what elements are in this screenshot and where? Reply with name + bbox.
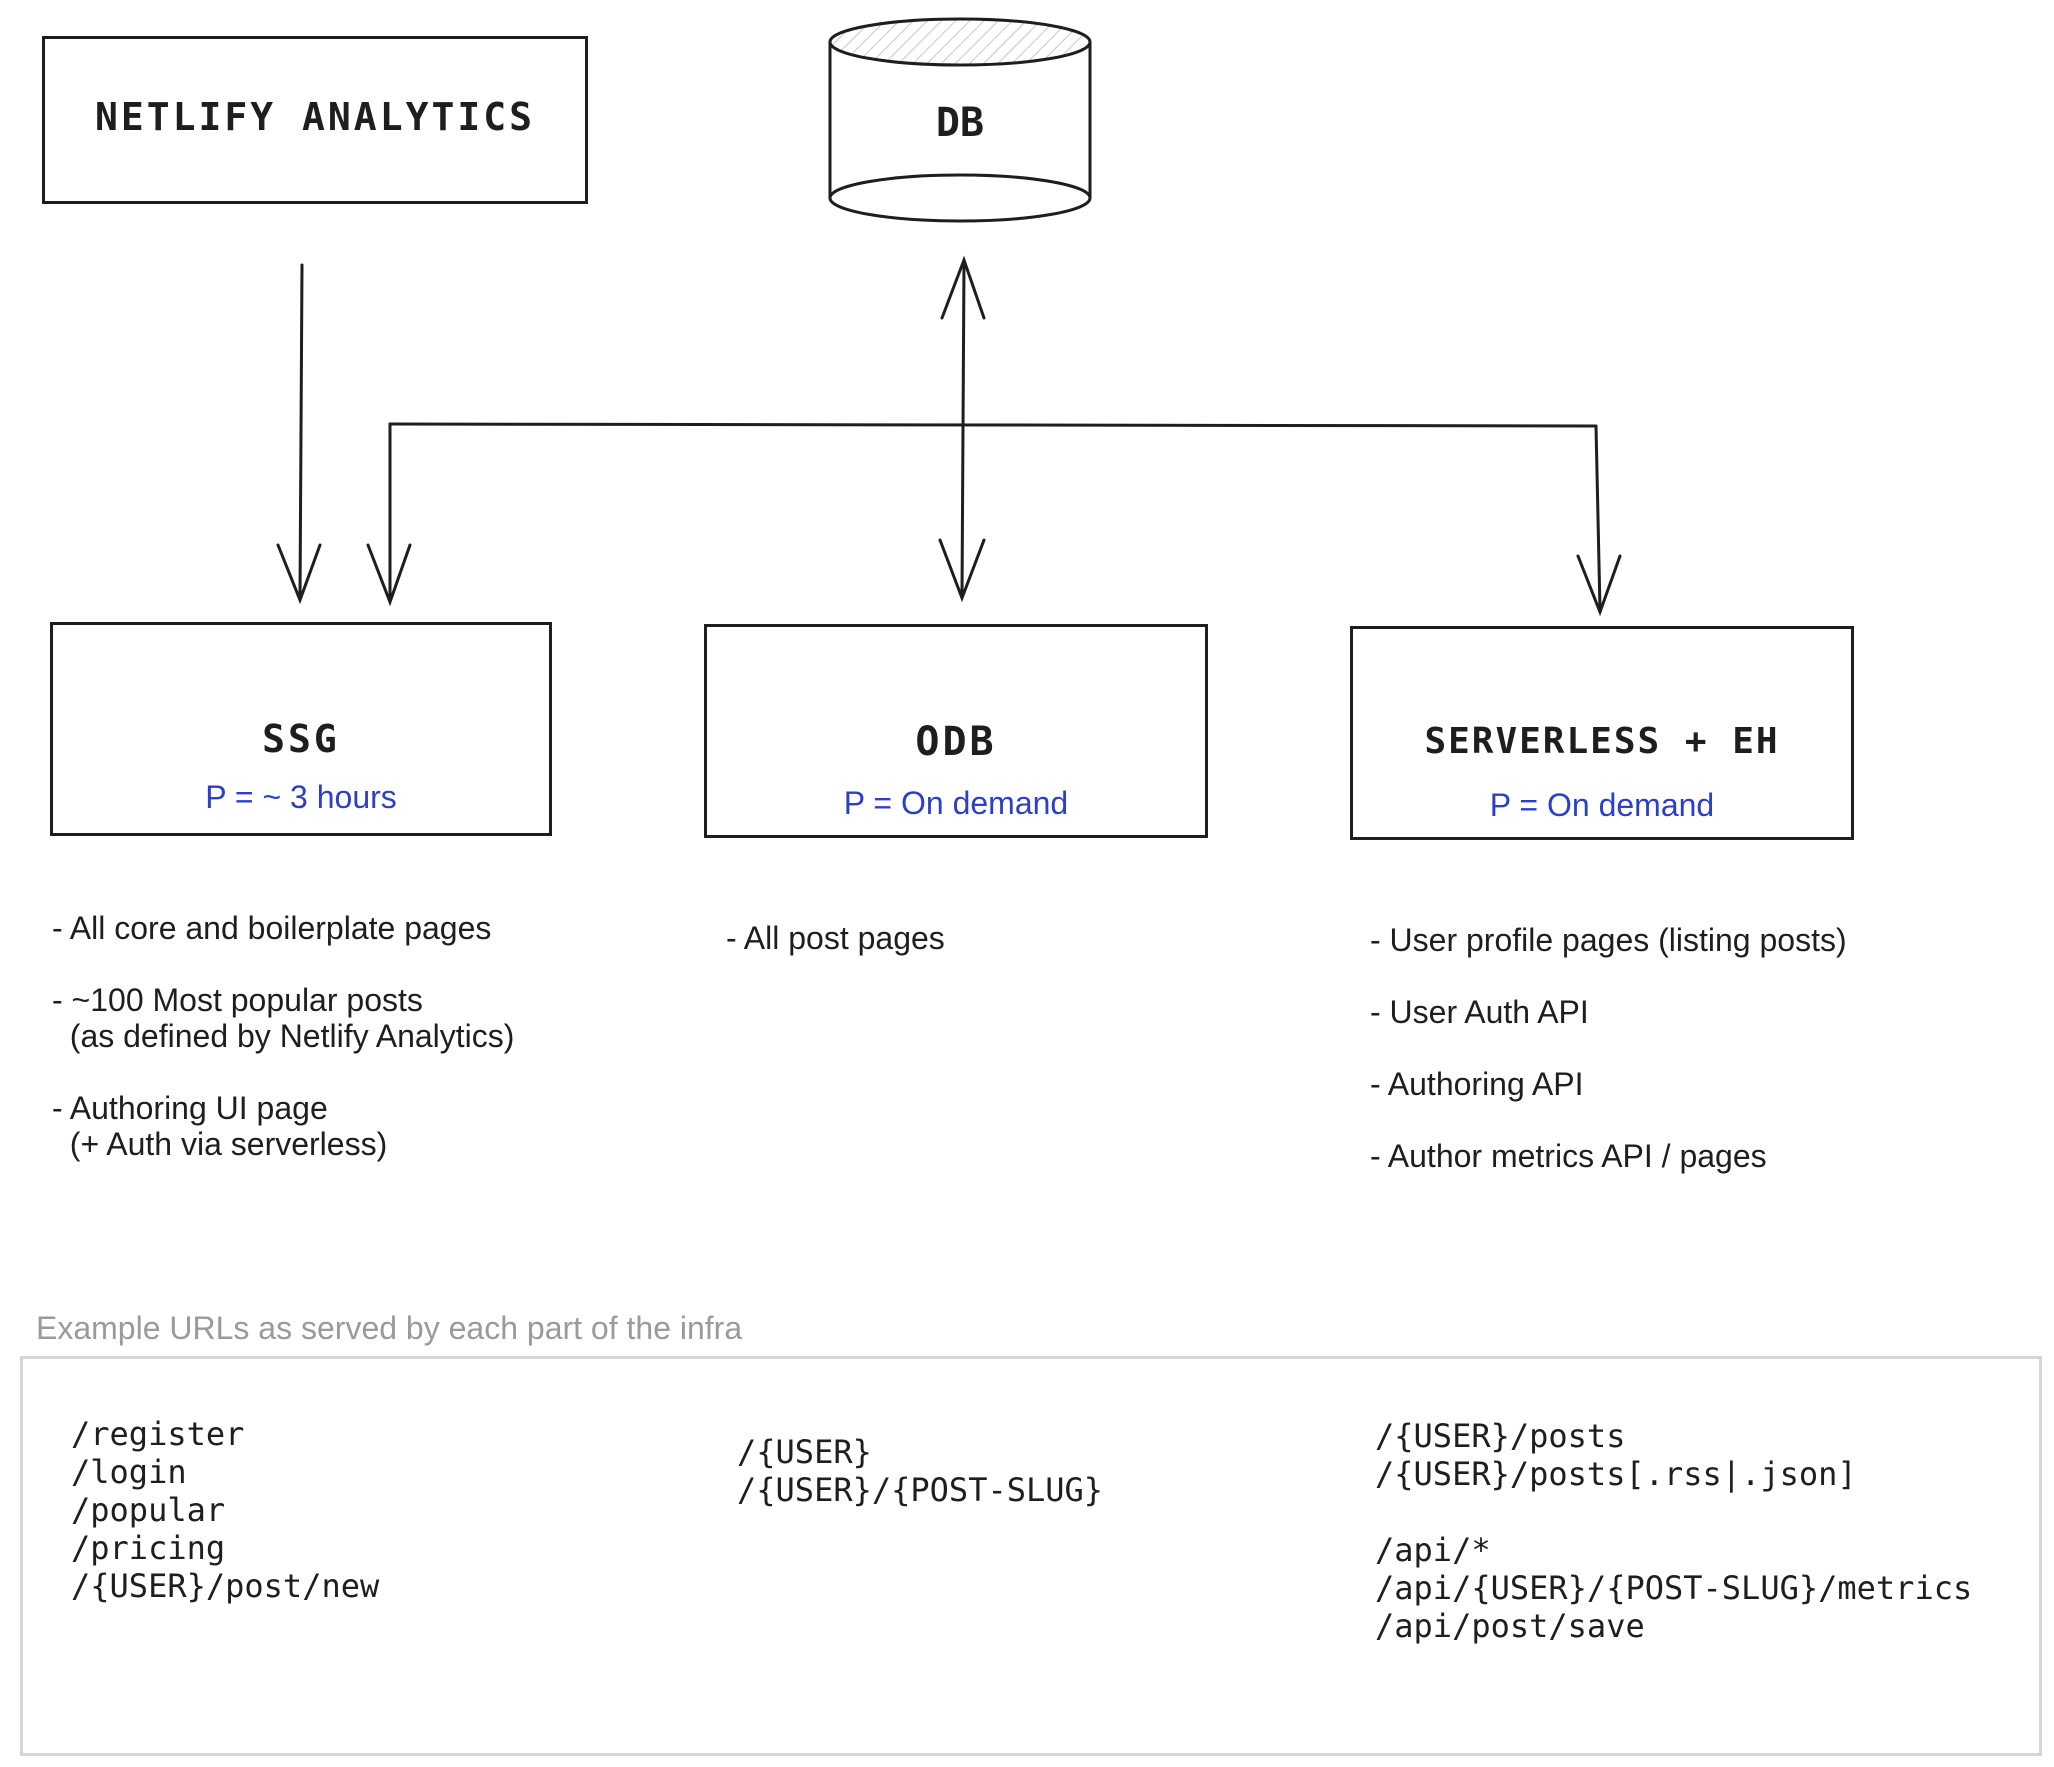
odb-note: - All post pages [726, 920, 945, 956]
example-urls-panel: /register /login /popular /pricing /{USE… [20, 1356, 2042, 1756]
ssg-box: SSG P = ~ 3 hours [50, 622, 552, 836]
serverless-note: - Authoring API [1370, 1066, 1584, 1102]
odb-period: P = On demand [843, 785, 1069, 821]
url-item: /{USER} [737, 1433, 872, 1471]
serverless-notes: - User profile pages (listing posts) - U… [1370, 922, 1847, 1210]
url-item: /login [71, 1453, 187, 1491]
odb-box: ODB P = On demand [704, 624, 1208, 838]
url-item: /register [71, 1415, 245, 1453]
serverless-period: P = On demand [1489, 787, 1715, 823]
netlify-analytics-title: Netlify Analytics [95, 95, 535, 139]
netlify-analytics-box: Netlify Analytics [42, 36, 588, 204]
db-cylinder [828, 17, 1092, 223]
ssg-notes: - All core and boilerplate pages - ~100 … [52, 910, 514, 1198]
url-panel-caption: Example URLs as served by each part of t… [36, 1310, 743, 1346]
serverless-note: - User profile pages (listing posts) [1370, 922, 1847, 958]
url-item: /api/* [1375, 1531, 1491, 1569]
odb-urls: /{USER} /{USER}/{POST-SLUG} [737, 1433, 1103, 1509]
odb-notes: - All post pages [726, 920, 945, 992]
ssg-note: - All core and boilerplate pages [52, 910, 492, 946]
ssg-note: - ~100 Most popular posts (as defined by… [52, 982, 515, 1054]
url-spacer [1375, 1493, 1972, 1531]
ssg-title: SSG [262, 717, 340, 761]
db-bus-line [366, 422, 1622, 617]
url-item: /{USER}/posts[.rss|.json] [1375, 1455, 1857, 1493]
serverless-box: Serverless + EH P = On demand [1350, 626, 1854, 840]
ssg-urls: /register /login /popular /pricing /{USE… [71, 1415, 379, 1605]
url-item: /{USER}/{POST-SLUG} [737, 1471, 1104, 1509]
url-item: /{USER}/post/new [71, 1567, 380, 1605]
ssg-period: P = ~ 3 hours [205, 779, 397, 815]
odb-title: ODB [915, 719, 997, 765]
db-title: DB [935, 100, 985, 146]
serverless-note: - User Auth API [1370, 994, 1589, 1030]
url-item: /api/post/save [1375, 1607, 1645, 1645]
arrow-analytics-to-ssg [276, 263, 322, 605]
url-item: /api/{USER}/{POST-SLUG}/metrics [1375, 1569, 1973, 1607]
arrow-db-odb [938, 255, 986, 603]
serverless-urls: /{USER}/posts /{USER}/posts[.rss|.json] … [1375, 1417, 1972, 1645]
url-item: /popular [71, 1491, 226, 1529]
serverless-note: - Author metrics API / pages [1370, 1138, 1767, 1174]
ssg-note: - Authoring UI page (+ Auth via serverle… [52, 1090, 388, 1162]
url-item: /{USER}/posts [1375, 1417, 1626, 1455]
url-item: /pricing [71, 1529, 226, 1567]
serverless-title: Serverless + EH [1424, 721, 1780, 762]
